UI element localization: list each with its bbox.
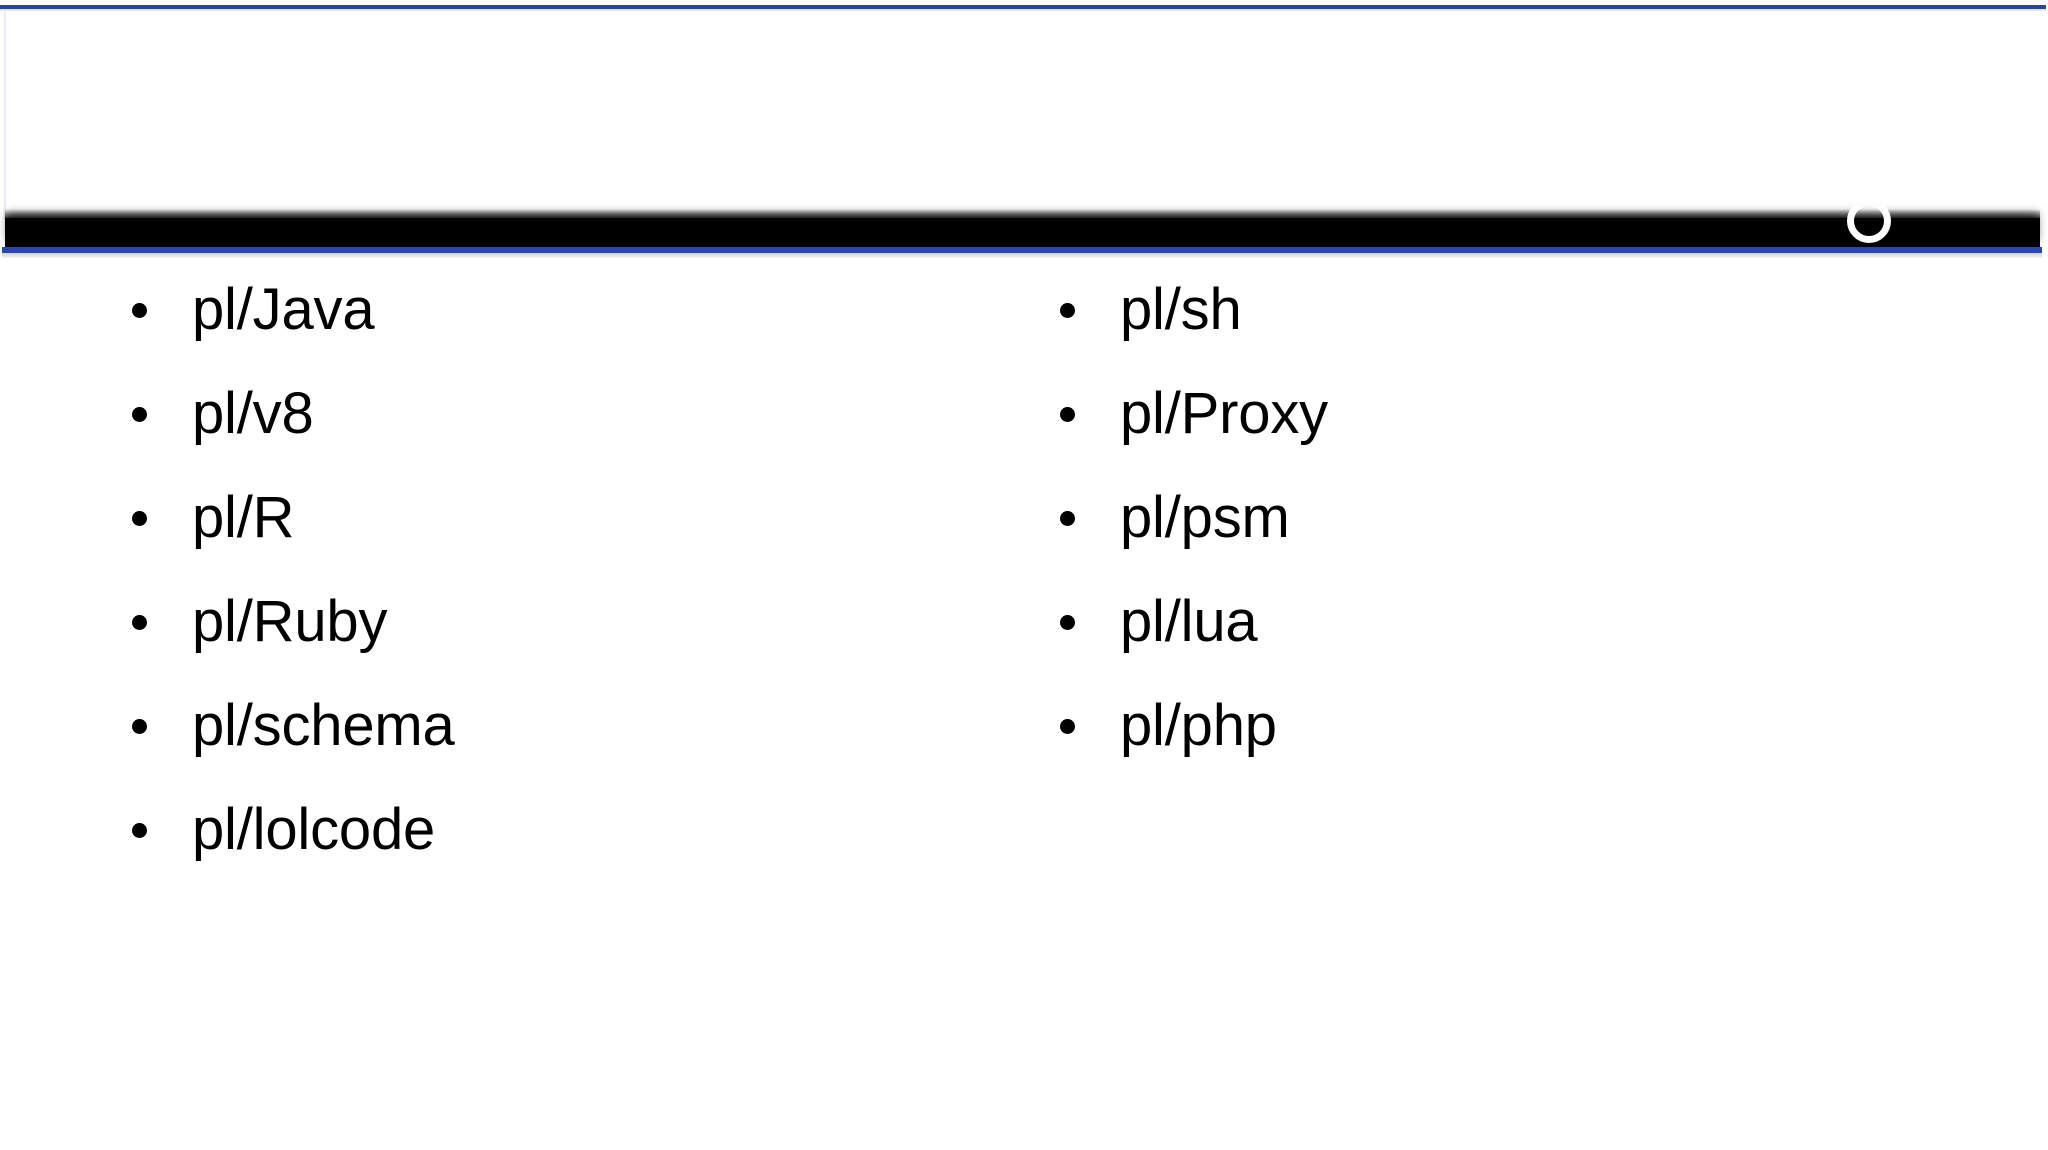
- bullet-column-left: pl/Java pl/v8 pl/R pl/Ruby pl/schema: [120, 258, 980, 882]
- list-item[interactable]: pl/sh: [1048, 258, 1908, 362]
- list-item[interactable]: pl/php: [1048, 674, 1908, 778]
- slide-body: pl/Java pl/v8 pl/R pl/Ruby pl/schema: [0, 258, 2048, 1150]
- list-item-label: pl/lolcode: [192, 797, 436, 862]
- list-item[interactable]: pl/R: [120, 466, 980, 570]
- list-item-label: pl/Ruby: [192, 589, 388, 654]
- banner-bottom-accent-rule: [2, 247, 2042, 253]
- banner-region: [0, 206, 2048, 254]
- bullet-list-right: pl/sh pl/Proxy pl/psm pl/lua pl/php: [1048, 258, 1908, 778]
- list-item-label: pl/sh: [1120, 277, 1242, 342]
- list-item[interactable]: pl/v8: [120, 362, 980, 466]
- list-item[interactable]: pl/lua: [1048, 570, 1908, 674]
- slide-title-panel: [0, 11, 2048, 219]
- bullet-dot-icon: [1060, 303, 1075, 318]
- bullet-column-right: pl/sh pl/Proxy pl/psm pl/lua pl/php: [1048, 258, 1908, 778]
- panel-left-border: [4, 12, 6, 220]
- list-item-label: pl/Proxy: [1120, 381, 1328, 446]
- circle-outline-icon: [1847, 206, 1891, 243]
- ring-icon-container: [1840, 206, 1910, 253]
- list-item-label: pl/Java: [192, 277, 375, 342]
- bullet-dot-icon: [1060, 511, 1075, 526]
- top-accent-rule-highlight: [0, 9, 2046, 11]
- bullet-dot-icon: [1060, 615, 1075, 630]
- list-item[interactable]: pl/schema: [120, 674, 980, 778]
- bullet-dot-icon: [1060, 719, 1075, 734]
- bullet-list-left: pl/Java pl/v8 pl/R pl/Ruby pl/schema: [120, 258, 980, 882]
- list-item-label: pl/v8: [192, 381, 314, 446]
- banner-rule-shadow: [2, 253, 2042, 260]
- list-item[interactable]: pl/Java: [120, 258, 980, 362]
- bullet-dot-icon: [132, 823, 147, 838]
- top-accent-rule: [0, 5, 2046, 9]
- bullet-dot-icon: [1060, 407, 1075, 422]
- black-banner-bar: [5, 209, 2040, 250]
- list-item[interactable]: pl/lolcode: [120, 778, 980, 882]
- bullet-dot-icon: [132, 511, 147, 526]
- list-item-label: pl/psm: [1120, 485, 1290, 550]
- list-item-label: pl/php: [1120, 693, 1277, 758]
- bullet-dot-icon: [132, 615, 147, 630]
- list-item[interactable]: pl/Proxy: [1048, 362, 1908, 466]
- list-item[interactable]: pl/Ruby: [120, 570, 980, 674]
- list-item-label: pl/R: [192, 485, 295, 550]
- bullet-dot-icon: [132, 719, 147, 734]
- list-item-label: pl/schema: [192, 693, 455, 758]
- list-item[interactable]: pl/psm: [1048, 466, 1908, 570]
- bullet-dot-icon: [132, 303, 147, 318]
- bullet-dot-icon: [132, 407, 147, 422]
- list-item-label: pl/lua: [1120, 589, 1258, 654]
